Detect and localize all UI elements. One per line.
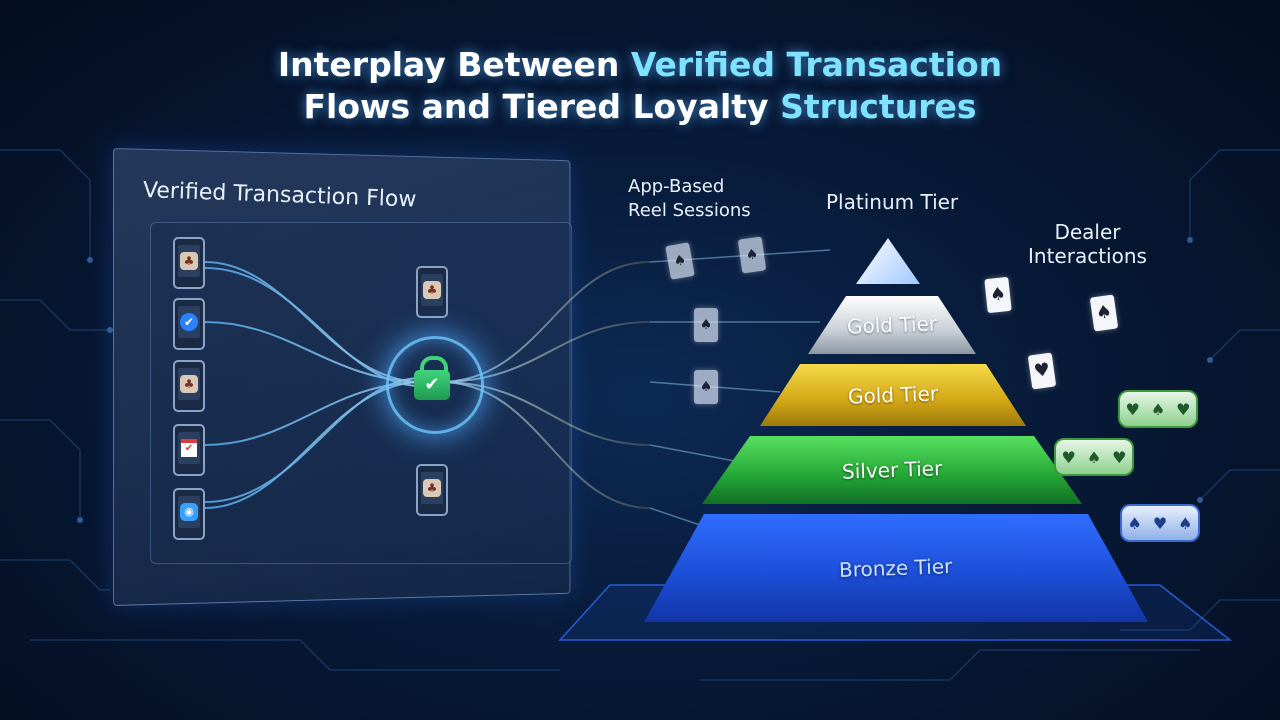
slot-face-icon: ♣ — [180, 252, 198, 270]
silver-tier-label: Silver Tier — [841, 456, 943, 484]
phone-icon: ♣ — [416, 266, 448, 318]
spade-card-icon: ♠ — [694, 370, 718, 404]
platinum-tier-label: Platinum Tier — [826, 190, 959, 214]
slot-face-icon: ♣ — [423, 281, 441, 299]
upper-gold-tier-label: Gold Tier — [846, 311, 938, 339]
page-title: Interplay Between Verified Transaction F… — [0, 44, 1280, 128]
title-line1-highlight: Verified Transaction — [630, 45, 1003, 84]
phone-icon: ✔ — [173, 424, 205, 476]
bronze-tier-label: Bronze Tier — [838, 554, 954, 582]
gold-tier-label: Gold Tier — [847, 381, 939, 409]
lock-shackle — [420, 356, 448, 378]
phone-icon: ♣ — [173, 237, 205, 289]
spade-card-icon: ♠ — [737, 236, 767, 274]
title-line2-highlight: Structures — [780, 87, 977, 126]
slot-reel-icon: ♥♠♥ — [1118, 390, 1198, 428]
lock-check-icon: ✔ — [414, 370, 450, 400]
phone-icon: ♣ — [173, 360, 205, 412]
spade-card-icon: ♠ — [984, 276, 1012, 314]
silver-tier: Silver Tier — [702, 436, 1082, 504]
slot-reel-icon: ♠♥♠ — [1120, 504, 1200, 542]
spade-card-icon: ♠ — [1089, 294, 1119, 332]
slot-reel-icon: ♥♠♥ — [1054, 438, 1134, 476]
slot-face-icon: ♣ — [180, 375, 198, 393]
title-line1-prefix: Interplay Between — [277, 45, 631, 84]
gold-tier: Gold Tier — [760, 364, 1026, 426]
spade-card-icon: ♠ — [694, 308, 718, 342]
phone-icon: ✔ — [173, 298, 205, 350]
verification-ring-icon — [386, 336, 484, 434]
calendar-check-icon: ✔ — [181, 439, 197, 457]
heart-card-icon: ♥ — [1027, 352, 1057, 390]
app-icon: ◉ — [180, 503, 198, 521]
dealer-interactions-label: Dealer Interactions — [1028, 220, 1147, 268]
title-line2-part2: Tiered Loyalty — [502, 87, 781, 126]
app-reel-sessions-label: App-Based Reel Sessions — [628, 176, 751, 221]
slot-face-icon: ♣ — [423, 479, 441, 497]
check-icon: ✔ — [180, 313, 198, 331]
phone-icon: ♣ — [416, 464, 448, 516]
title-line2-part1: Flows and — [303, 87, 503, 126]
phone-icon: ◉ — [173, 488, 205, 540]
bronze-tier: Bronze Tier — [644, 514, 1148, 622]
